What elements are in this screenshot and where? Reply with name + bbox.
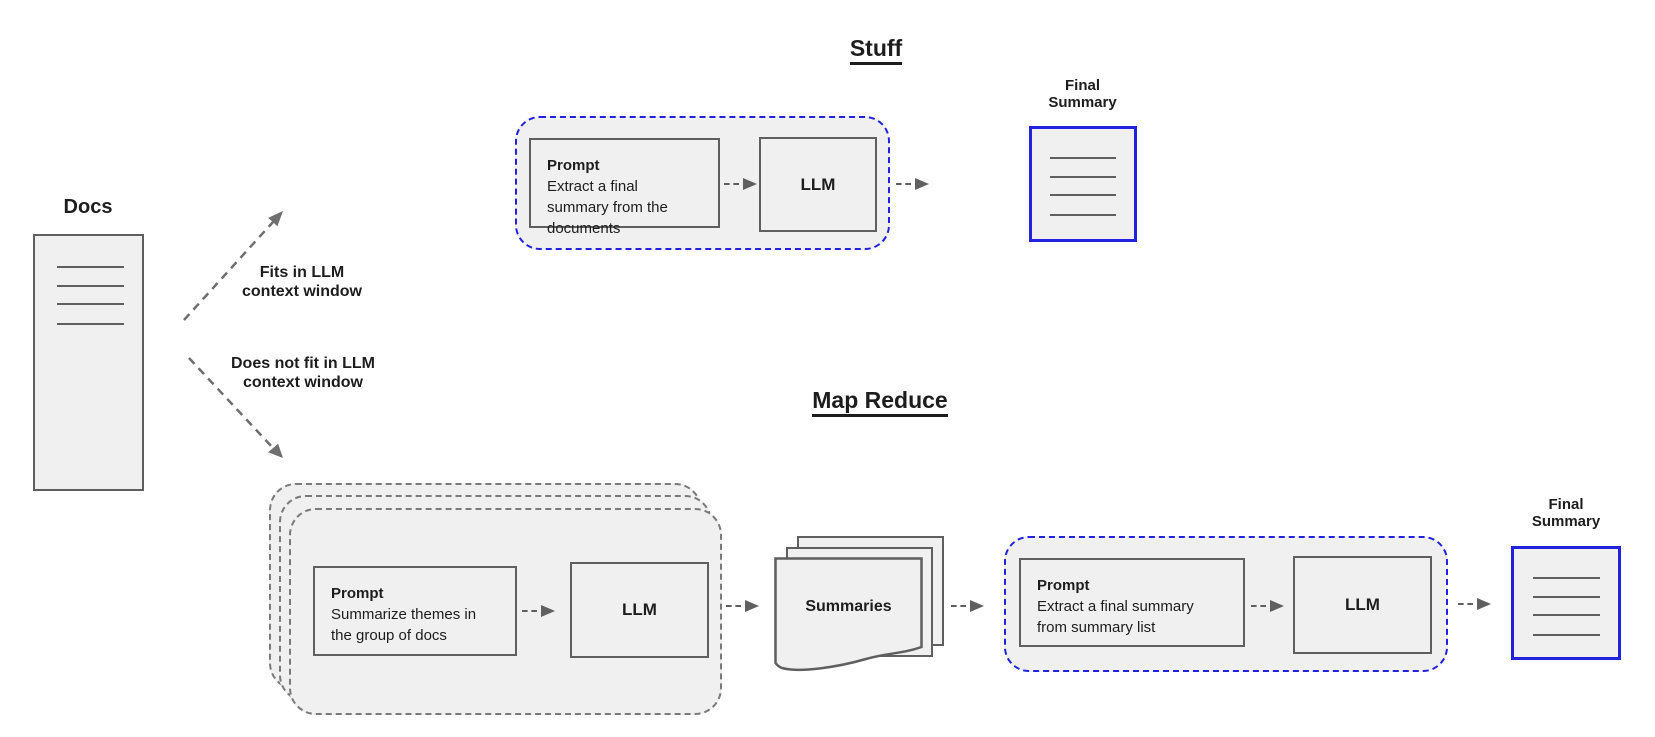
reduce-final-summary-label: Final Summary [1508, 496, 1624, 530]
reduce-llm-box: LLM [1293, 556, 1432, 654]
doc-line [1050, 157, 1116, 159]
doc-line [1533, 634, 1600, 636]
map-prompt-body: Summarize themes in the group of docs [331, 606, 477, 644]
stuff-prompt-box: Prompt Extract a final summary from the … [529, 138, 720, 237]
flow-arrow-icon [1251, 599, 1284, 613]
stuff-title-text: Stuff [849, 35, 903, 65]
map-reduce-title-text: Map Reduce [812, 387, 948, 417]
flow-arrow-icon [896, 177, 929, 191]
doc-line [1533, 596, 1600, 598]
stuff-final-summary-label: Final Summary [1026, 77, 1139, 111]
arrow-stem [1251, 605, 1266, 607]
docs-label: Docs [63, 196, 113, 218]
doc-line [57, 323, 124, 325]
branch-arrow-not-fit-icon [188, 357, 283, 458]
doc-line [1533, 577, 1600, 579]
reduce-final-line1: Final [1548, 496, 1584, 513]
docs-document-icon [33, 234, 144, 491]
stuff-final-line2: Summary [1048, 94, 1117, 111]
arrow-head [1477, 598, 1491, 610]
branch-label-not-fit-line1: Does not fit in LLM [231, 355, 375, 372]
stuff-llm-box: LLM [759, 137, 877, 232]
doc-line [1050, 176, 1116, 178]
flow-arrow-icon [522, 604, 555, 618]
map-llm-label: LLM [622, 600, 657, 619]
arrow-head [541, 605, 555, 617]
doc-line [57, 303, 124, 305]
arrow-stem [522, 610, 537, 612]
flow-arrow-icon [951, 599, 984, 613]
reduce-final-summary-document-icon [1511, 546, 1621, 660]
reduce-prompt-box: Prompt Extract a final summary from summ… [1019, 558, 1245, 647]
map-reduce-title: Map Reduce [790, 387, 970, 417]
doc-line [1050, 194, 1116, 196]
doc-line [1050, 214, 1116, 216]
branch-label-fits-line2: context window [242, 283, 362, 300]
stuff-prompt-body: Extract a final summary from the documen… [547, 178, 668, 237]
doc-line [57, 285, 124, 287]
stuff-final-line1: Final [1064, 77, 1100, 94]
arrow-head [1270, 600, 1284, 612]
flow-arrow-icon [726, 599, 759, 613]
arrow-stem [896, 183, 911, 185]
map-prompt-box: Prompt Summarize themes in the group of … [313, 566, 517, 656]
arrow-head [970, 600, 984, 612]
stuff-final-summary-document-icon [1029, 126, 1137, 242]
map-prompt-heading: Prompt [331, 585, 384, 602]
arrow-stem [1458, 603, 1473, 605]
branch-label-fits: Fits in LLM context window [228, 263, 376, 301]
arrow-stem [724, 183, 739, 185]
arrow-stem [726, 605, 741, 607]
arrow-head [745, 600, 759, 612]
branch-label-fits-line1: Fits in LLM [259, 264, 345, 281]
branch-label-not-fit-line2: context window [243, 374, 363, 391]
stuff-title: Stuff [806, 35, 946, 65]
doc-line [1533, 614, 1600, 616]
branch-label-not-fit: Does not fit in LLM context window [215, 354, 391, 392]
reduce-final-line2: Summary [1531, 513, 1601, 530]
summaries-label: Summaries [805, 598, 892, 615]
reduce-prompt-heading: Prompt [1037, 577, 1090, 594]
stuff-prompt-heading: Prompt [547, 157, 600, 174]
reduce-llm-label: LLM [1345, 595, 1380, 614]
map-llm-box: LLM [570, 562, 709, 658]
doc-line [57, 266, 124, 268]
flow-arrow-icon [724, 177, 757, 191]
summaries-page-front-icon [774, 557, 923, 672]
flow-arrow-icon [1458, 597, 1491, 611]
arrow-head [915, 178, 929, 190]
branch-arrow-fits-icon [183, 211, 283, 321]
stuff-llm-label: LLM [800, 174, 836, 194]
arrow-stem [951, 605, 966, 607]
reduce-prompt-body: Extract a final summary from summary lis… [1037, 598, 1194, 636]
arrow-head [743, 178, 757, 190]
